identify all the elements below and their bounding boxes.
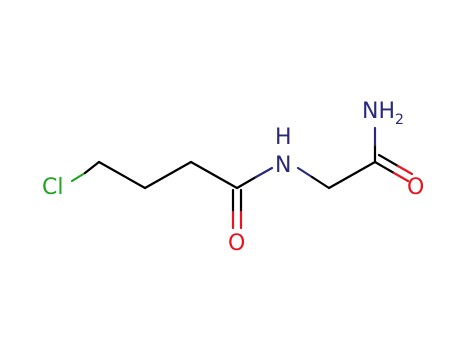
bond-cl-c1-c-half	[83, 160, 101, 175]
bond-c2-c3	[143, 160, 193, 190]
atom-n-amide: N	[275, 153, 291, 178]
bond-c1-c2	[97, 160, 147, 190]
atom-h-amide: H	[275, 125, 292, 150]
bond-c3-c4	[189, 160, 239, 190]
atom-nh2: NH	[362, 99, 395, 124]
bond-c6-o-2b	[396, 164, 414, 176]
bonds	[70, 126, 414, 230]
bond-n-c5-n-half	[296, 166, 314, 179]
bond-cl-c1-cl-half	[70, 171, 87, 183]
atom-nh2-subscript: 2	[395, 112, 404, 128]
atom-cl: Cl	[42, 175, 63, 200]
bond-c6-o-1a	[373, 160, 396, 175]
bond-c6-o-1b	[392, 171, 410, 183]
bond-c5-c6	[327, 160, 377, 190]
atom-labels: Cl O H N NH 2 O	[42, 99, 424, 256]
atom-o-amide: O	[228, 231, 245, 256]
bond-c4-n-c-half	[235, 175, 258, 190]
atom-o-terminal: O	[407, 175, 424, 200]
bond-c4-n-n-half	[254, 166, 274, 179]
bond-n-c5-c-half	[310, 175, 331, 190]
bond-c6-o-2a	[377, 153, 400, 168]
